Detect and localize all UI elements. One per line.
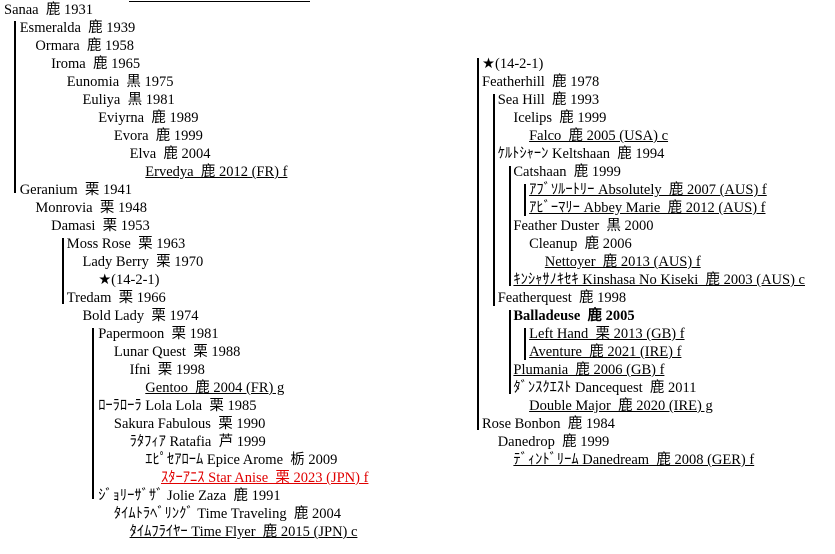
pedigree-entry: Danedrop 鹿 1999 — [497, 434, 610, 450]
bracket-line — [14, 21, 16, 193]
pedigree-entry: Catshaan 鹿 1999 — [513, 164, 621, 180]
pedigree-entry: Aventure 鹿 2021 (IRE) f — [529, 344, 682, 360]
highlighted-entry: ｽﾀｰｱﾆｽ Star Anise 栗 2023 (JPN) f — [161, 470, 369, 486]
pedigree-entry: Balladeuse 鹿 2005 — [513, 308, 635, 324]
pedigree-entry: Euliya 黒 1981 — [82, 92, 175, 108]
pedigree-entry: Bold Lady 栗 1974 — [82, 308, 199, 324]
pedigree-entry: ﾗﾀﾌｨｱ Ratafia 芦 1999 — [129, 434, 266, 450]
pedigree-entry: Cleanup 鹿 2006 — [529, 236, 632, 252]
bracket-line — [62, 238, 64, 304]
bracket-line — [92, 328, 94, 499]
pedigree-entry: Left Hand 栗 2013 (GB) f — [529, 326, 685, 342]
pedigree-entry: ﾀｲﾑﾌﾗｲﾔｰ Time Flyer 鹿 2015 (JPN) c — [129, 524, 358, 540]
bracket-line — [524, 328, 526, 360]
top-rule — [129, 1, 310, 2]
pedigree-entry: Iroma 鹿 1965 — [51, 56, 141, 72]
pedigree-entry: ｱﾌﾞｿﾙｰﾄﾘｰ Absolutely 鹿 2007 (AUS) f — [529, 182, 767, 198]
bracket-line — [509, 166, 511, 286]
pedigree-entry: ﾃﾞｨﾝﾄﾞﾘｰﾑ Danedream 鹿 2008 (GER) f — [513, 452, 755, 468]
pedigree-entry: ★(14-2-1) — [98, 272, 160, 288]
pedigree-entry: ｴﾋﾟｾｱﾛｰﾑ Epice Arome 栃 2009 — [145, 452, 338, 468]
pedigree-entry: Damasi 栗 1953 — [51, 218, 150, 234]
pedigree-entry: Ormara 鹿 1958 — [35, 38, 135, 54]
pedigree-entry: Tredam 栗 1966 — [66, 290, 166, 306]
pedigree-entry: Eunomia 黒 1975 — [66, 74, 174, 90]
bracket-line — [509, 310, 511, 394]
pedigree-entry: Ervedya 鹿 2012 (FR) f — [145, 164, 288, 180]
pedigree-entry: Moss Rose 栗 1963 — [66, 236, 186, 252]
bracket-line — [477, 58, 479, 430]
bracket-line — [524, 184, 526, 216]
pedigree-entry: Evora 鹿 1999 — [113, 128, 203, 144]
pedigree-entry: ﾛｰﾗﾛｰﾗ Lola Lola 栗 1985 — [98, 398, 257, 414]
pedigree-entry: Lady Berry 栗 1970 — [82, 254, 204, 270]
pedigree-entry: Eviyrna 鹿 1989 — [98, 110, 199, 126]
pedigree-entry: ｼﾞｮﾘｰｻﾞｻﾞ Jolie Zaza 鹿 1991 — [98, 488, 281, 504]
pedigree-entry: ｷﾝｼｬｻﾉｷｾｷ Kinshasa No Kiseki 鹿 2003 (AUS… — [513, 272, 805, 288]
pedigree-entry: ｱﾋﾞｰﾏﾘｰ Abbey Marie 鹿 2012 (AUS) f — [529, 200, 766, 216]
pedigree-entry: Falco 鹿 2005 (USA) c — [529, 128, 669, 144]
pedigree-entry: ｹﾙﾄｼｬｰﾝ Keltshaan 鹿 1994 — [497, 146, 665, 162]
pedigree-entry: ﾀﾞﾝｽｸｴｽﾄ Dancequest 鹿 2011 — [513, 380, 697, 396]
pedigree-entry: Esmeralda 鹿 1939 — [19, 20, 136, 36]
pedigree-entry: Featherquest 鹿 1998 — [497, 290, 627, 306]
pedigree-entry: Geranium 栗 1941 — [19, 182, 133, 198]
pedigree-entry: Papermoon 栗 1981 — [98, 326, 219, 342]
pedigree-entry: Lunar Quest 栗 1988 — [113, 344, 241, 360]
pedigree-entry: Elva 鹿 2004 — [129, 146, 211, 162]
pedigree-entry: Rose Bonbon 鹿 1984 — [482, 416, 615, 432]
pedigree-entry: Feather Duster 黒 2000 — [513, 218, 654, 234]
pedigree-entry: Featherhill 鹿 1978 — [482, 74, 600, 90]
pedigree-entry: Ifni 栗 1998 — [129, 362, 205, 378]
pedigree-entry: Gentoo 鹿 2004 (FR) g — [145, 380, 285, 396]
pedigree-entry: Nettoyer 鹿 2013 (AUS) f — [544, 254, 701, 270]
pedigree-entry: Sea Hill 鹿 1993 — [497, 92, 600, 108]
pedigree-entry: Sakura Fabulous 栗 1990 — [113, 416, 266, 432]
pedigree-entry: Sanaa 鹿 1931 — [4, 2, 93, 18]
pedigree-entry: Plumania 鹿 2006 (GB) f — [513, 362, 665, 378]
pedigree-entry: Double Major 鹿 2020 (IRE) g — [529, 398, 713, 414]
bracket-line — [493, 94, 495, 306]
pedigree-entry: Icelips 鹿 1999 — [513, 110, 607, 126]
pedigree-entry: ★(14-2-1) — [482, 56, 544, 72]
pedigree-entry: ﾀｲﾑﾄﾗﾍﾞﾘﾝｸﾞ Time Traveling 鹿 2004 — [113, 506, 341, 522]
pedigree-entry: Monrovia 栗 1948 — [35, 200, 147, 216]
